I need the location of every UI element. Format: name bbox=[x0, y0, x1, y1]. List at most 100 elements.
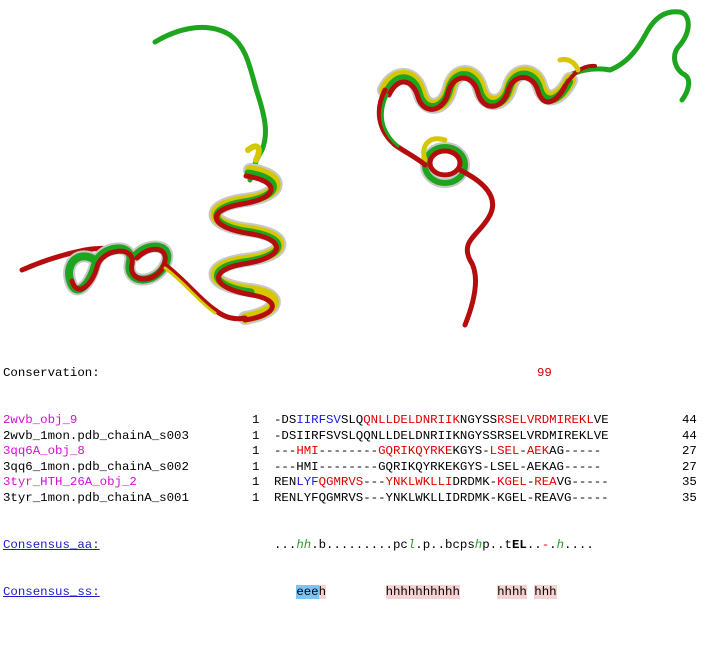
consensus-aa-segment: p.. bbox=[482, 537, 505, 552]
consensus-aa-segment: ... bbox=[274, 537, 297, 552]
alignment-row: 2wvb_1mon.pdb_chainA_s003 1 -DSIIRFSVSLQQN… bbox=[3, 429, 703, 445]
conservation-label: Conservation: bbox=[3, 366, 100, 381]
consensus-aa-row: Consensus_aa: ...hh.b.........pcl.p..bcp… bbox=[3, 538, 703, 554]
consensus-aa-segment: .b.........pc bbox=[311, 537, 408, 552]
residue-segment: REA bbox=[534, 475, 557, 490]
sequence-start: 1 bbox=[252, 459, 260, 474]
right-red-tail bbox=[457, 167, 496, 328]
consensus-ss-segment: hhh bbox=[534, 584, 557, 599]
consensus-aa-segment: l bbox=[407, 537, 416, 552]
sequence-start: 1 bbox=[252, 490, 260, 505]
sequence-alignment: Conservation: 99 2wvb_obj_9 1 -DSIIRFSVSLQ… bbox=[3, 335, 703, 616]
ribbon-structures bbox=[19, 9, 692, 328]
consensus-ss-segment bbox=[460, 585, 497, 599]
consensus-ss-segment bbox=[326, 585, 386, 599]
consensus-aa-segment: h bbox=[556, 537, 565, 552]
residue-segment: RENLYFQGMRVS---YNKLWKLLIDRDMK-KGEL-REAVG… bbox=[274, 490, 609, 505]
residue-segment: ---HMI--------GQRIKQYRKEKGYS-LSEL-AEKAG-… bbox=[274, 459, 602, 474]
sequence-start: 1 bbox=[252, 428, 260, 443]
residue-segment: NGYSS bbox=[459, 412, 498, 427]
sequence-name[interactable]: 3qq6A_obj_8 bbox=[3, 444, 85, 459]
consensus-ss-row: Consensus_ss: eeeh hhhhhhhhhh hhhh hhh bbox=[3, 584, 703, 601]
residue-segment: GQRIKQYRKE bbox=[378, 444, 453, 459]
sequence-residues: RENLYFQGMRVS---YNKLWKLLIDRDMK-KGEL-REAVG… bbox=[274, 475, 609, 491]
residue-segment: - bbox=[526, 475, 535, 490]
residue-segment: QNLLDELDNRIIK bbox=[363, 412, 460, 427]
sequence-end: 44 bbox=[682, 428, 697, 443]
sequence-name: 3qq6_1mon.pdb_chainA_s002 bbox=[3, 459, 189, 474]
residue-segment: -DS bbox=[274, 412, 297, 427]
consensus-aa-link[interactable]: Consensus_aa: bbox=[3, 537, 100, 552]
left-long-helix bbox=[208, 163, 287, 325]
residue-segment: YNKLWKLLI bbox=[385, 475, 453, 490]
right-end-helix bbox=[420, 136, 470, 188]
residue-segment: AEK bbox=[526, 444, 550, 459]
residue-segment: - bbox=[519, 444, 527, 459]
residue-segment: IIRFSV bbox=[296, 412, 341, 427]
alignment-row: 3qq6_1mon.pdb_chainA_s002 1 ---HMI--------… bbox=[3, 460, 703, 476]
consensus-aa-segment: .p..bcps bbox=[415, 537, 475, 552]
sequence-name: 3tyr_1mon.pdb_chainA_s001 bbox=[3, 490, 189, 505]
consensus-aa-segment: . bbox=[549, 537, 557, 552]
alignment-row: 2wvb_obj_9 1 -DSIIRFSVSLQQNLLDELDNRIIKNGYS… bbox=[3, 413, 703, 429]
residue-segment: QGMRVS bbox=[318, 475, 364, 490]
consensus-aa-sequence: ...hh.b.........pcl.p..bcpshp..tEL..-.h.… bbox=[274, 538, 594, 554]
residue-segment: -------- bbox=[318, 444, 379, 459]
sequence-end: 35 bbox=[682, 490, 697, 505]
left-green-coil bbox=[152, 25, 268, 183]
structure-figure bbox=[19, 9, 692, 328]
sequence-residues: -DSIIRFSVSLQQNLLDELDNRIIKNGYSSRSELVRDMIR… bbox=[274, 429, 609, 445]
residue-segment: VE bbox=[593, 412, 609, 427]
residue-segment: LYF bbox=[296, 475, 319, 490]
sequence-residues: ---HMI--------GQRIKQYRKEKGYS-LSEL-AEKAG-… bbox=[274, 460, 601, 476]
residue-segment: KGEL bbox=[497, 475, 527, 490]
residue-segment: --- bbox=[274, 444, 297, 459]
residue-segment: RSELVRDMIREKL bbox=[497, 412, 594, 427]
sequence-residues: ---HMI--------GQRIKQYRKEKGYS-LSEL-AEKAG-… bbox=[274, 444, 601, 460]
residue-segment: SLQ bbox=[340, 412, 364, 427]
right-long-helix bbox=[377, 64, 578, 114]
consensus-aa-segment: - bbox=[541, 537, 550, 552]
sequence-start: 1 bbox=[252, 475, 260, 490]
residue-segment: VG----- bbox=[556, 475, 609, 490]
consensus-aa-segment: h bbox=[474, 537, 483, 552]
sequence-rows: 2wvb_obj_9 1 -DSIIRFSVSLQQNLLDELDNRIIKNGYS… bbox=[3, 413, 703, 507]
conservation-row: Conservation: 99 bbox=[3, 366, 703, 382]
consensus-ss-segment: hhhh bbox=[497, 584, 527, 599]
left-structure bbox=[19, 25, 287, 325]
right-structure bbox=[376, 9, 692, 328]
consensus-aa-segment: .. bbox=[526, 537, 542, 552]
residue-segment: KGYS- bbox=[452, 444, 490, 459]
conservation-value: 99 bbox=[537, 366, 552, 381]
alignment-row: 3tyr_1mon.pdb_chainA_s001 1 RENLYFQGMRVS--… bbox=[3, 491, 703, 507]
residue-segment: DRDMK- bbox=[452, 475, 498, 490]
residue-segment: --- bbox=[363, 475, 386, 490]
sequence-start: 1 bbox=[252, 412, 260, 427]
consensus-aa-segment: EL bbox=[511, 537, 527, 552]
sequence-name[interactable]: 3tyr_HTH_26A_obj_2 bbox=[3, 475, 137, 490]
sequence-end: 35 bbox=[682, 475, 697, 490]
sequence-residues: -DSIIRFSVSLQQNLLDELDNRIIKNGYSSRSELVRDMIR… bbox=[274, 413, 609, 429]
sequence-name: 2wvb_1mon.pdb_chainA_s003 bbox=[3, 428, 189, 443]
consensus-ss-sequence: eeeh hhhhhhhhhh hhhh hhh bbox=[274, 584, 557, 601]
right-green-coil bbox=[567, 9, 692, 103]
sequence-name[interactable]: 2wvb_obj_9 bbox=[3, 412, 78, 427]
consensus-ss-segment: hhhhhhhhhh bbox=[385, 584, 460, 599]
consensus-aa-segment: hh bbox=[296, 537, 312, 552]
alignment-row: 3tyr_HTH_26A_obj_2 1 RENLYFQGMRVS---YNKLWK… bbox=[3, 475, 703, 491]
residue-segment: HMI bbox=[296, 444, 319, 459]
consensus-ss-link[interactable]: Consensus_ss: bbox=[3, 584, 100, 599]
alignment-row: 3qq6A_obj_8 1 ---HMI--------GQRIKQYRKEKGYS… bbox=[3, 444, 703, 460]
consensus-aa-segment: .... bbox=[564, 537, 594, 552]
sequence-start: 1 bbox=[252, 444, 260, 459]
consensus-ss-segment bbox=[274, 585, 296, 599]
sequence-end: 27 bbox=[682, 444, 697, 459]
residue-segment: AG----- bbox=[549, 444, 602, 459]
left-connector bbox=[162, 262, 248, 322]
consensus-aa-segment: t bbox=[504, 537, 512, 552]
consensus-ss-segment: eee bbox=[296, 584, 319, 599]
left-short-helix bbox=[63, 240, 174, 296]
residue-segment: LSEL bbox=[489, 444, 520, 459]
residue-segment: REN bbox=[274, 475, 297, 490]
residue-segment: -DSIIRFSVSLQQNLLDELDNRIIKNGYSSRSELVRDMIR… bbox=[274, 428, 609, 443]
